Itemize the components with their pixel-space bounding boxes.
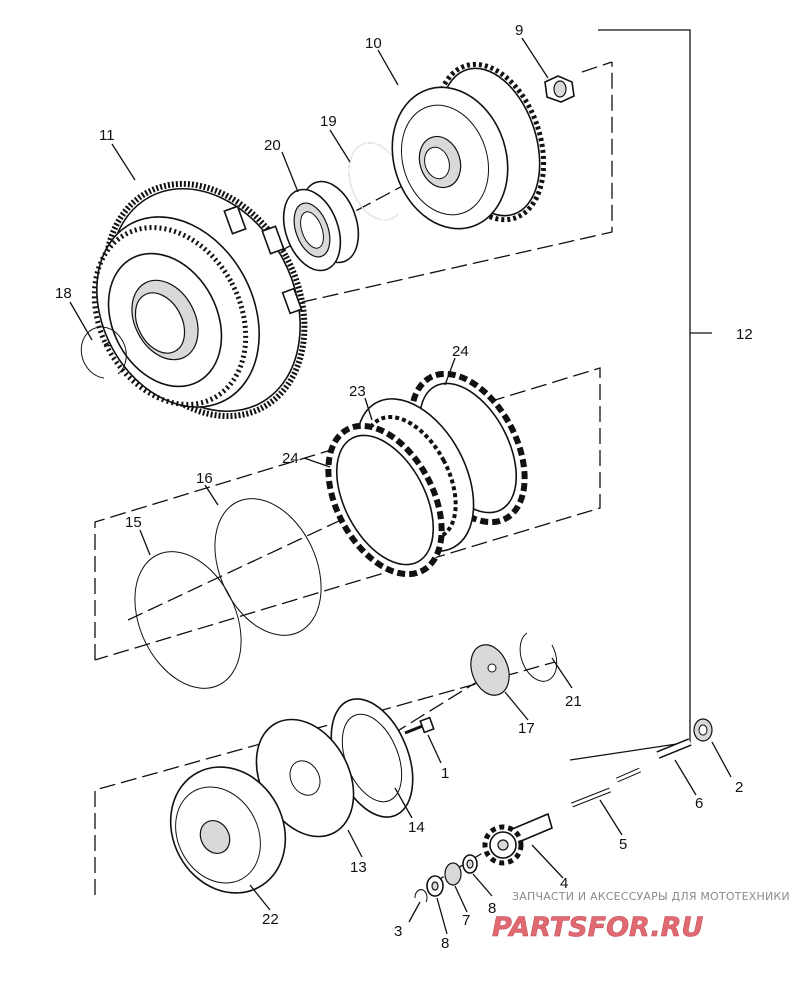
o-ring-part-15	[134, 551, 242, 689]
label-12: 12	[736, 326, 753, 343]
nut-part-9	[544, 75, 575, 103]
label-17: 17	[518, 720, 535, 737]
watermark-tagline: ЗАПЧАСТИ И АКСЕССУАРЫ ДЛЯ МОТОТЕХНИКИ	[512, 890, 790, 903]
label-2: 2	[735, 779, 743, 796]
o-ring-part-16	[214, 498, 322, 636]
diaphragm-spring-part-13	[255, 718, 355, 838]
label-9: 9	[515, 22, 523, 39]
cover-part-22	[169, 766, 287, 894]
label-10: 10	[365, 35, 382, 52]
label-16: 16	[196, 470, 213, 487]
label-7: 7	[462, 912, 470, 929]
small-hardware-parts-3-7-8	[414, 854, 478, 903]
label-18: 18	[55, 285, 72, 302]
leader-lines	[69, 37, 732, 935]
screw-part-1	[404, 716, 435, 735]
label-1: 1	[441, 765, 449, 782]
watermark-logo-text: PARTSFOR.RU	[492, 912, 703, 943]
assembly-bracket-12	[569, 29, 712, 761]
label-21: 21	[565, 693, 582, 710]
adjuster-part-4	[482, 812, 553, 866]
label-19: 19	[320, 113, 337, 130]
plate-part-17	[470, 644, 510, 696]
label-11: 11	[99, 127, 115, 144]
label-15: 15	[125, 514, 142, 531]
label-24-front: 24	[282, 450, 299, 467]
label-3: 3	[394, 923, 402, 940]
snap-ring-part-18	[80, 326, 127, 379]
label-6: 6	[695, 795, 703, 812]
watermark-logo: PARTSFOR.RU	[492, 912, 704, 944]
pushrod-part-5	[571, 767, 641, 808]
label-8-right: 8	[488, 900, 496, 917]
label-13: 13	[350, 859, 367, 876]
friction-plate-part-24-front	[325, 422, 445, 578]
adjusting-screw-part-6	[656, 738, 692, 759]
label-20: 20	[264, 137, 281, 154]
bearing-part-20	[282, 180, 360, 272]
nut-part-2	[693, 718, 713, 742]
label-4: 4	[560, 875, 568, 892]
label-8-left: 8	[441, 935, 449, 952]
label-22: 22	[262, 911, 279, 928]
label-14: 14	[408, 819, 425, 836]
clutch-shell-part-11	[91, 180, 308, 420]
label-5: 5	[619, 836, 627, 853]
part-labels: 10 9 11 20 19 18 12 24 23 24 16 15 21 17…	[55, 22, 753, 952]
retaining-ring-part-21	[519, 632, 558, 682]
label-23: 23	[349, 383, 366, 400]
label-24-rear: 24	[452, 343, 469, 360]
clutch-hub-part-10	[391, 61, 547, 230]
